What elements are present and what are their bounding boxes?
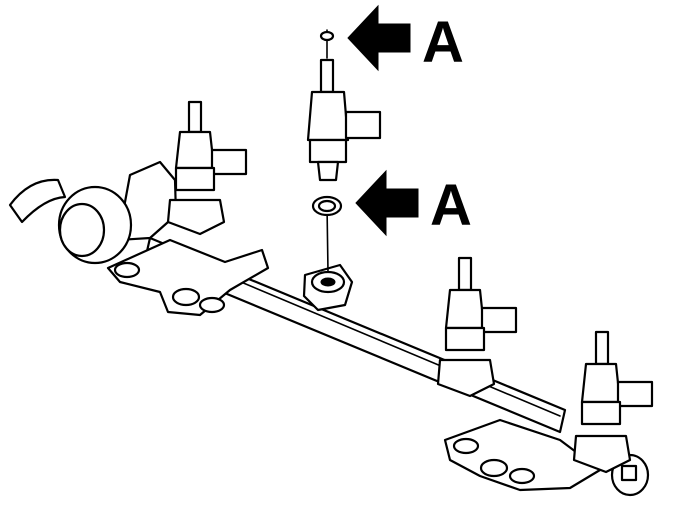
arrow-left-icon — [347, 4, 411, 72]
fuel-rail — [106, 236, 650, 497]
pressure-regulator — [8, 160, 178, 265]
o-ring-upper — [319, 30, 335, 42]
fuel-injector-4 — [572, 330, 654, 474]
arrow-left-icon — [355, 169, 419, 237]
fuel-injector-3 — [436, 256, 518, 398]
callout-label-lower: A — [430, 173, 472, 238]
fuel-injector-removed — [306, 29, 382, 273]
callout-upper: A — [347, 4, 464, 75]
callout-label-upper: A — [422, 10, 464, 75]
fuel-injector-1 — [166, 100, 248, 236]
callout-lower: A — [355, 169, 472, 238]
